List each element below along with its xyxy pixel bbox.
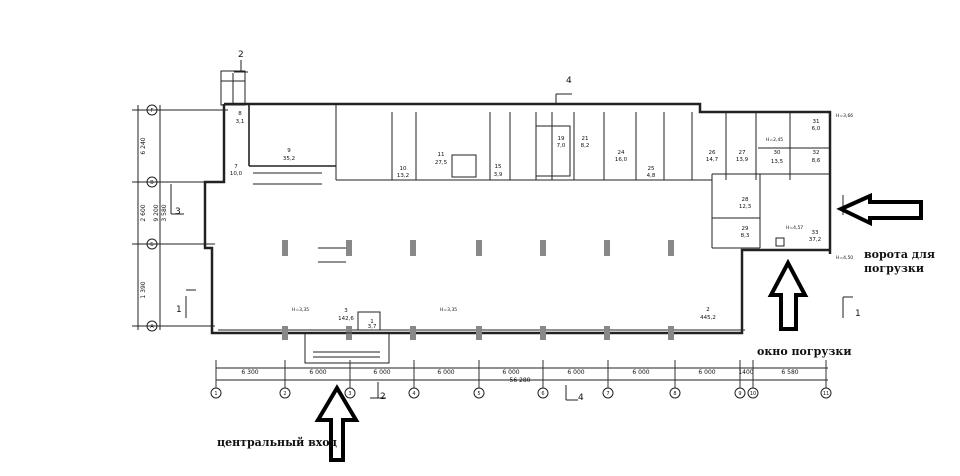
room-number: 21 bbox=[582, 136, 589, 142]
room-area: 8,6 bbox=[812, 158, 821, 164]
room-area: 16,0 bbox=[615, 157, 628, 163]
section-mark: 4 bbox=[566, 76, 572, 86]
room-area: 37,2 bbox=[809, 237, 821, 243]
gate-arrow-icon bbox=[836, 192, 923, 227]
entrance-arrow-icon bbox=[314, 384, 360, 462]
span-dimension: 6 580 bbox=[781, 369, 798, 376]
section-mark: 4 bbox=[578, 393, 584, 403]
section-mark: 3 bbox=[175, 207, 181, 217]
axis-label-x: 2 bbox=[283, 391, 286, 397]
span-dimension: 6 000 bbox=[502, 369, 519, 376]
span-dimension: 6 000 bbox=[632, 369, 649, 376]
room-number: 24 bbox=[618, 150, 625, 156]
room-area: 12,3 bbox=[739, 204, 752, 210]
room-number: 7 bbox=[234, 164, 238, 170]
left-dimension: 2 600 bbox=[140, 204, 147, 221]
room-area: 8,2 bbox=[581, 143, 590, 149]
span-dimension: 6 000 bbox=[309, 369, 326, 376]
room-number: 2 bbox=[706, 307, 710, 313]
room-area: 8,3 bbox=[741, 233, 750, 239]
loading-gate-label-line1: ворота для bbox=[864, 248, 935, 261]
axis-label-x: 10 bbox=[750, 391, 756, 397]
axis-label-x: 9 bbox=[738, 391, 741, 397]
room-area: 6,0 bbox=[812, 126, 821, 132]
room-area: 13,9 bbox=[736, 157, 749, 163]
axis-label-x: 8 bbox=[673, 391, 676, 397]
room-number: 28 bbox=[742, 197, 749, 203]
room-number: 33 bbox=[812, 230, 819, 236]
room-area: 3,1 bbox=[236, 119, 245, 125]
room-number: 1 bbox=[370, 319, 374, 325]
axis-label-y: А bbox=[150, 324, 154, 330]
room-number: 27 bbox=[739, 150, 746, 156]
room-number: 29 bbox=[742, 226, 749, 232]
room-number: 31 bbox=[813, 119, 820, 125]
axis-label-x: 11 bbox=[823, 391, 829, 397]
room-number: 15 bbox=[495, 164, 502, 170]
room-number: 10 bbox=[400, 166, 407, 172]
span-dimension: 6 000 bbox=[698, 369, 715, 376]
central-entrance-label: центральный вход bbox=[217, 436, 337, 449]
section-mark: 1 bbox=[176, 305, 182, 315]
room-number: 9 bbox=[287, 148, 291, 154]
span-dimension: 6 000 bbox=[437, 369, 454, 376]
room-area: 27,5 bbox=[435, 160, 448, 166]
room-number: 8 bbox=[238, 111, 242, 117]
level-mark: Н=2,45 bbox=[766, 137, 783, 143]
total-length: 56 280 bbox=[510, 377, 531, 384]
axis-label-x: 7 bbox=[606, 391, 609, 397]
left-dimension: 1 390 bbox=[140, 281, 147, 298]
left-dimension: 6 240 bbox=[140, 137, 147, 154]
loading-gate-label-line2: погрузки bbox=[864, 262, 924, 275]
axis-label-y: Г bbox=[150, 108, 153, 114]
room-area: 445,2 bbox=[700, 315, 716, 321]
loading-window-label: окно погрузки bbox=[757, 345, 852, 358]
span-dimension: 6 000 bbox=[373, 369, 390, 376]
axis-label-y: Б bbox=[150, 242, 154, 248]
room-number: 19 bbox=[558, 136, 565, 142]
level-mark: Н=3,35 bbox=[440, 307, 457, 313]
room-number: 30 bbox=[774, 150, 781, 156]
section-mark: 2 bbox=[238, 50, 244, 60]
room-area: 35,2 bbox=[283, 156, 295, 162]
level-mark: Н=4,50 bbox=[836, 255, 853, 261]
axis-label-x: 6 bbox=[541, 391, 544, 397]
room-area: 13,2 bbox=[397, 173, 409, 179]
room-area: 14,7 bbox=[706, 157, 719, 163]
room-area: 3,7 bbox=[368, 324, 377, 330]
room-area: 142,6 bbox=[338, 316, 354, 322]
section-mark: 2 bbox=[380, 392, 386, 402]
span-dimension: 1400 bbox=[738, 369, 753, 376]
room-number: 32 bbox=[813, 150, 820, 156]
section-mark: 1 bbox=[855, 309, 861, 319]
room-area: 3,9 bbox=[494, 172, 503, 178]
axis-label-x: 5 bbox=[477, 391, 480, 397]
room-area: 13,5 bbox=[771, 159, 784, 165]
axis-label-y: В bbox=[150, 180, 154, 186]
axis-label-x: 1 bbox=[214, 391, 217, 397]
room-number: 25 bbox=[648, 166, 655, 172]
room-area: 4,8 bbox=[647, 173, 656, 179]
room-number: 26 bbox=[709, 150, 716, 156]
room-area: 7,0 bbox=[557, 143, 566, 149]
room-number: 3 bbox=[344, 308, 348, 314]
level-mark: Н=4,57 bbox=[786, 225, 803, 231]
left-dimension: 3 580 bbox=[161, 204, 168, 221]
level-mark: Н=3,66 bbox=[836, 113, 853, 119]
room-area: 10,0 bbox=[230, 171, 243, 177]
window-arrow-icon bbox=[767, 258, 809, 331]
axis-label-x: 4 bbox=[412, 391, 415, 397]
span-dimension: 6 300 bbox=[241, 369, 258, 376]
level-mark: Н=3,35 bbox=[292, 307, 309, 313]
left-dimension: 9 200 bbox=[153, 204, 160, 221]
room-number: 11 bbox=[438, 152, 445, 158]
axis-label-x: 3 bbox=[348, 391, 351, 397]
span-dimension: 6 000 bbox=[567, 369, 584, 376]
